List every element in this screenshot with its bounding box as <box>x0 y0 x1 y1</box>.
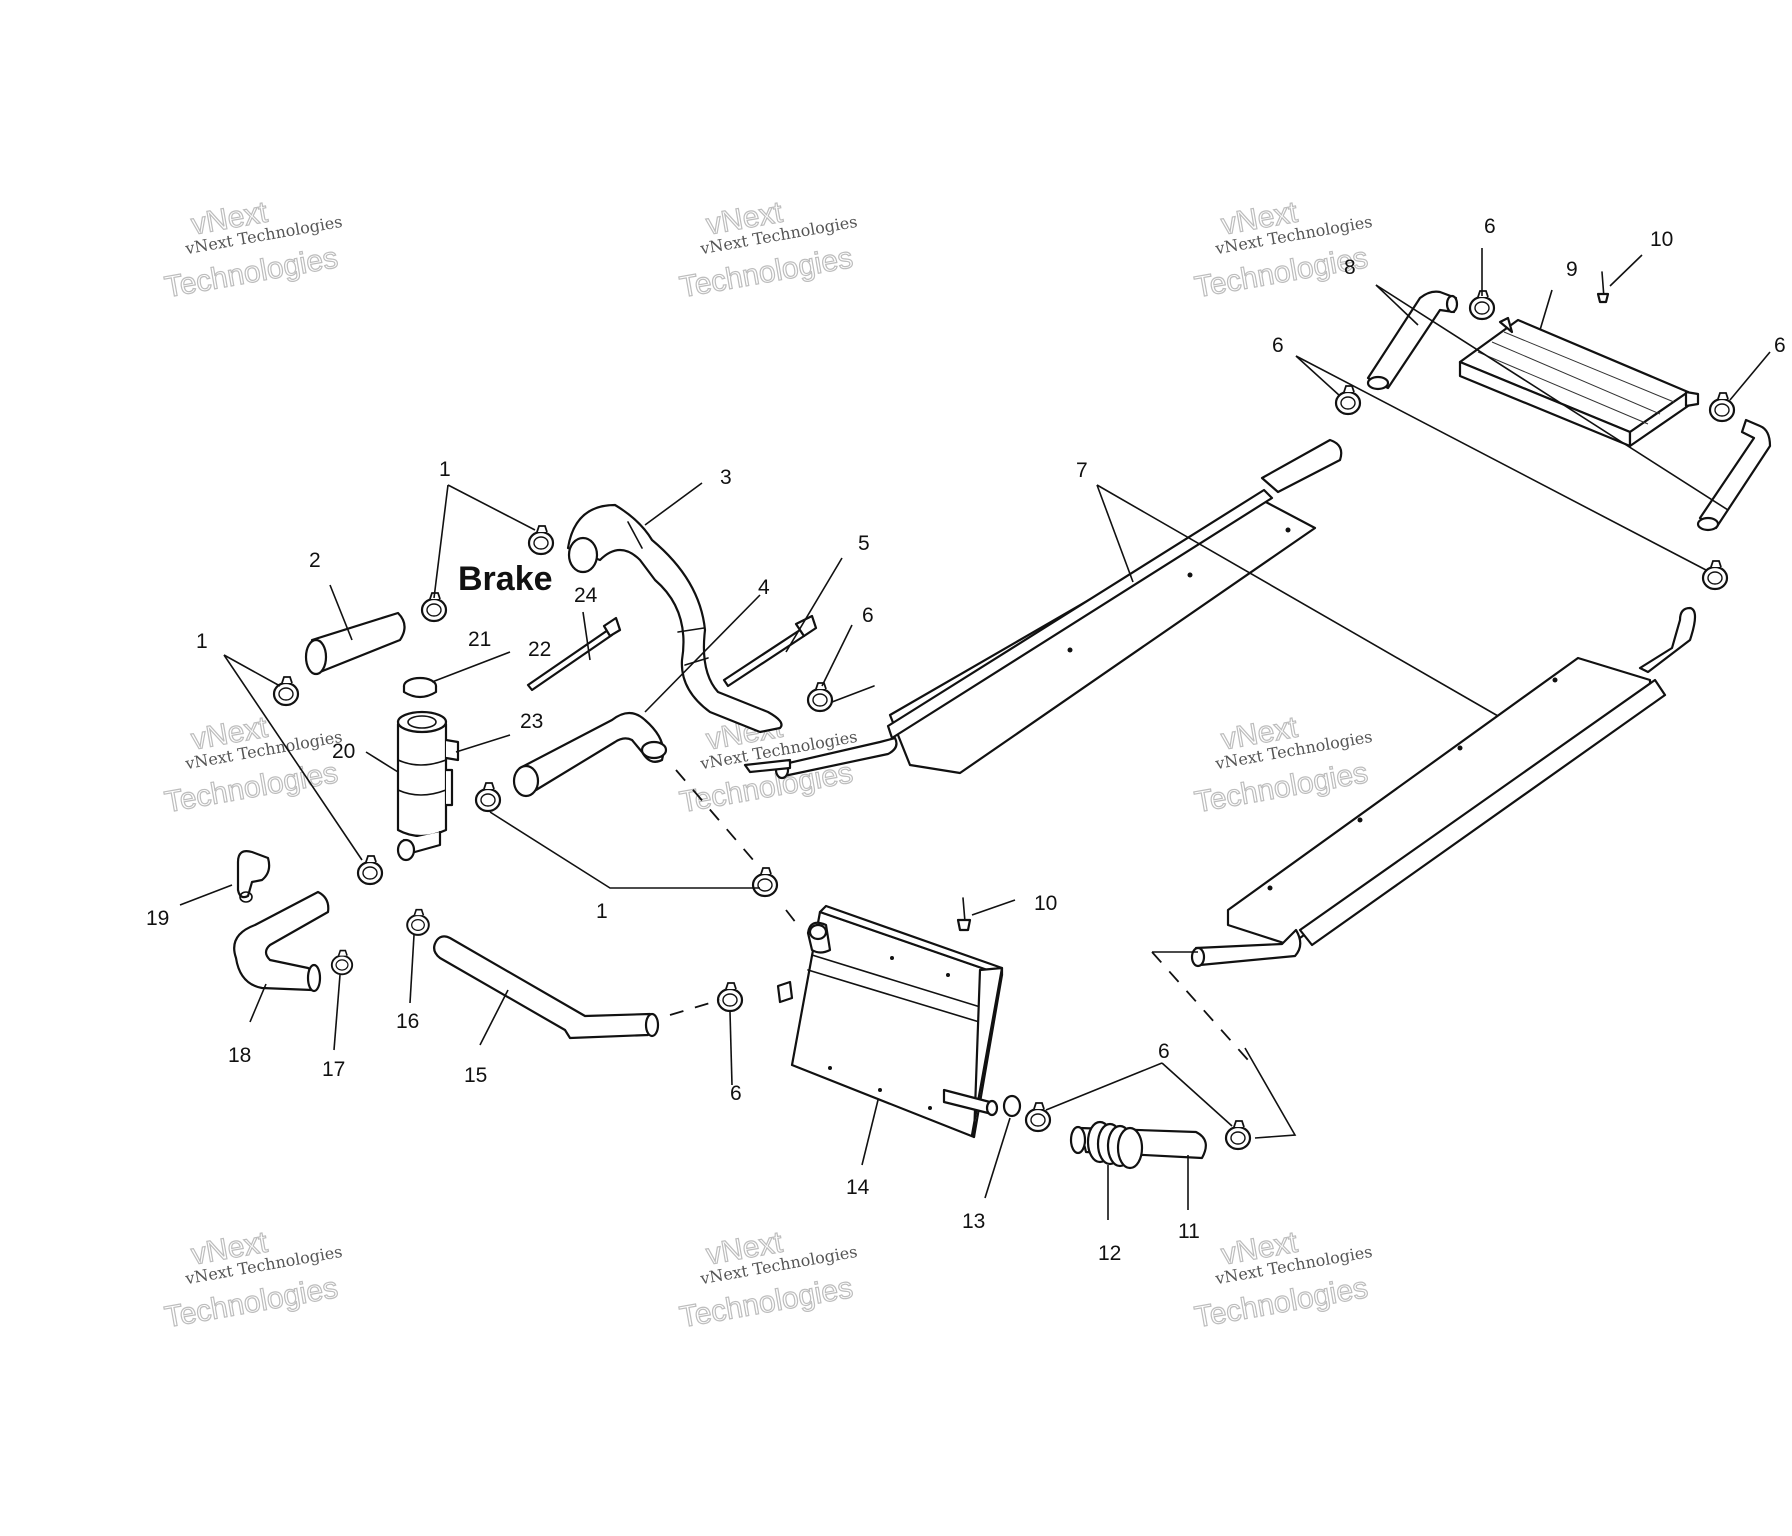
part-19-p-clip <box>236 850 271 903</box>
part-20-brake-reservoir <box>396 710 460 862</box>
watermark: vNext Technologies vNext Technologies <box>162 195 344 305</box>
part-7-upper-exchanger <box>774 438 1343 780</box>
callout-13: 13 <box>962 1210 985 1233</box>
callout-12: 12 <box>1098 1242 1121 1265</box>
clamp-icon <box>716 981 744 1013</box>
callout-4: 4 <box>758 576 770 599</box>
callout-15: 15 <box>464 1064 487 1087</box>
watermark: vNext Technologies vNext Technologies <box>1192 710 1374 820</box>
part-8-elbow-left <box>1366 290 1459 391</box>
section-label: Brake <box>458 560 553 598</box>
part-22-cable-tie <box>526 616 622 692</box>
part-15-long-hose <box>433 935 660 1040</box>
callout-9: 9 <box>1566 258 1578 281</box>
callout-6: 6 <box>1484 215 1496 238</box>
clamp-icon <box>330 949 354 976</box>
callout-21: 21 <box>468 628 491 651</box>
clamp-icon <box>1024 1101 1052 1133</box>
clamp-icon <box>474 781 502 813</box>
callout-17: 17 <box>322 1058 345 1081</box>
part-7-lower-exchanger <box>1190 606 1697 968</box>
clamp-icon <box>751 866 779 898</box>
callout-18: 18 <box>228 1044 251 1067</box>
callout-1: 1 <box>439 458 451 481</box>
part-10-screw <box>956 897 972 932</box>
callout-6: 6 <box>1272 334 1284 357</box>
callout-20: 20 <box>332 740 355 763</box>
callout-22: 22 <box>528 638 551 661</box>
watermark: vNext Technologies vNext Technologies <box>162 710 344 820</box>
watermark: vNext Technologies vNext Technologies <box>677 195 859 305</box>
callout-16: 16 <box>396 1010 419 1033</box>
part-18-formed-hose <box>233 890 330 993</box>
clamp-icon <box>272 675 300 707</box>
callout-6: 6 <box>1774 334 1786 357</box>
callout-10: 10 <box>1650 228 1673 251</box>
callout-10: 10 <box>1034 892 1057 915</box>
clamp-icon <box>1224 1119 1252 1151</box>
part-7-tail <box>743 758 792 774</box>
part-12-bellows <box>1086 1120 1144 1170</box>
callout-6: 6 <box>730 1082 742 1105</box>
callout-14: 14 <box>846 1176 870 1199</box>
callout-23: 23 <box>520 710 543 733</box>
watermark: vNext Technologies vNext Technologies <box>1192 195 1374 305</box>
part-8-elbow-right <box>1696 418 1772 532</box>
dashed-connections <box>669 769 1249 1061</box>
callout-3: 3 <box>720 466 732 489</box>
clamp-tail <box>831 685 875 703</box>
callout-19: 19 <box>146 907 169 930</box>
part-9-top-exchanger <box>1458 316 1700 448</box>
watermark: vNext Technologies vNext Technologies <box>677 1225 859 1335</box>
callout-6: 6 <box>1158 1040 1170 1063</box>
clamp-icon <box>406 908 430 936</box>
callout-1: 1 <box>196 630 208 653</box>
clamp-icon <box>1334 384 1362 416</box>
callout-11: 11 <box>1178 1220 1200 1243</box>
part-21-reservoir-cap <box>402 676 438 699</box>
part-13-o-ring <box>1002 1094 1022 1118</box>
callout-1: 1 <box>596 900 608 923</box>
callout-8: 8 <box>1344 256 1356 279</box>
callout-5: 5 <box>858 532 870 555</box>
part-3-upper-hose <box>566 503 783 734</box>
clamp-icon <box>806 681 834 713</box>
callout-labels: Brake 1 1 1 2 3 4 5 6 6 6 6 6 6 7 8 9 10… <box>146 215 1786 1265</box>
clamp-icon <box>1701 559 1729 591</box>
part-14-panel-exchanger <box>776 904 1004 1139</box>
part-4-lower-hose <box>512 711 668 798</box>
callout-2: 2 <box>309 549 321 572</box>
clamp-icon <box>1708 391 1736 423</box>
part-10-screw <box>1596 271 1610 304</box>
part-2-straight-hose <box>304 611 406 676</box>
part-5-cable-tie <box>722 614 818 688</box>
watermark: vNext Technologies vNext Technologies <box>162 1225 344 1335</box>
callout-7: 7 <box>1076 459 1088 482</box>
watermark: vNext Technologies vNext Technologies <box>1192 1225 1374 1335</box>
leader-lines <box>179 248 1771 1220</box>
callout-6: 6 <box>862 604 874 627</box>
callout-24: 24 <box>574 584 598 607</box>
clamp-icon <box>527 524 555 556</box>
